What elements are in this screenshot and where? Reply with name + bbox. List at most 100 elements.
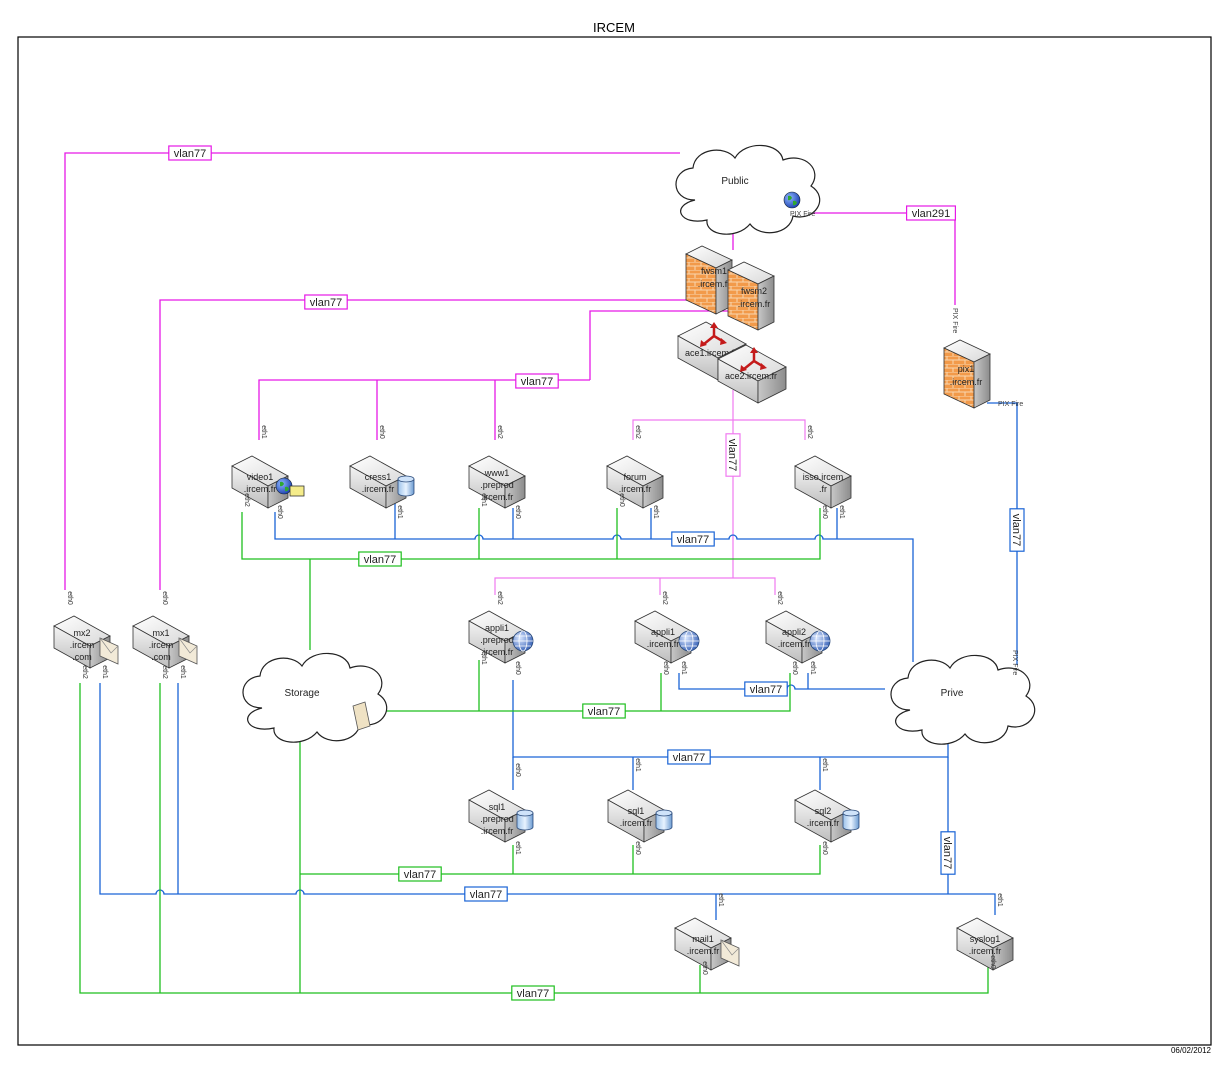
device-fwsm2[interactable]: fwsm2 .ircem.fr xyxy=(727,261,775,331)
device-label: .ircem.fr xyxy=(481,826,514,836)
svg-text:fwsm1: fwsm1 xyxy=(701,266,727,276)
device-sql1[interactable]: sql1.ircem.fr xyxy=(607,789,673,843)
port-label: eth0 xyxy=(821,505,828,519)
link-mx2-public xyxy=(64,152,680,590)
cloud-label: Public xyxy=(721,176,748,187)
link-sql-bus xyxy=(512,680,949,758)
svg-text:vlan77: vlan77 xyxy=(470,889,502,901)
cloud-prive[interactable]: Prive xyxy=(890,654,1036,745)
database-icon xyxy=(397,475,415,497)
device-label: .preprod xyxy=(480,814,514,824)
svg-text:vlan77: vlan77 xyxy=(174,148,206,160)
device-syslog1[interactable]: syslog1.ircem.fr xyxy=(956,917,1014,971)
device-isso[interactable]: isso.ircem.fr xyxy=(794,455,852,509)
svg-text:vlan77: vlan77 xyxy=(677,534,709,546)
device-label: mail1 xyxy=(692,934,714,944)
port-label: eth0 xyxy=(821,841,828,855)
vlan-label: vlan77 xyxy=(511,985,555,1001)
device-label: .ircem.fr xyxy=(620,818,653,828)
device-ace2[interactable]: ace2.ircem.fr xyxy=(717,344,787,404)
device-label: www1 xyxy=(484,468,510,478)
port-label: eth0 xyxy=(701,961,708,975)
port-label: eth1 xyxy=(680,661,687,675)
device-label: syslog1 xyxy=(970,934,1001,944)
video-icon xyxy=(289,485,305,497)
device-www1[interactable]: www1 .preprod .ircem.fr xyxy=(468,455,526,509)
svg-text:vlan77: vlan77 xyxy=(404,869,436,881)
cloud-label: Prive xyxy=(941,688,964,699)
device-label: video1 xyxy=(247,472,274,482)
device-appli2[interactable]: appli2 .ircem.fr xyxy=(765,610,831,664)
device-label: isso.ircem xyxy=(803,472,844,482)
device-mx2[interactable]: mx2.ircem.com xyxy=(53,615,119,669)
port-label: eth2 xyxy=(161,665,168,679)
port-label: eth2 xyxy=(776,591,783,605)
cloud-public[interactable]: Public xyxy=(675,144,821,235)
port-label: eth0 xyxy=(514,505,521,519)
device-label: .preprod xyxy=(480,635,514,645)
device-label: .ircem.fr xyxy=(619,484,652,494)
device-fwsm1[interactable]: fwsm1 .ircem.fr xyxy=(685,245,733,315)
device-appli1[interactable]: appli1.ircem.fr xyxy=(634,610,700,664)
vlan-label: vlan77 xyxy=(515,373,559,389)
vlan-label: vlan77 xyxy=(1009,508,1025,552)
vlan-label: vlan77 xyxy=(168,145,212,161)
device-forum[interactable]: forum.ircem.fr xyxy=(606,455,664,509)
pix-label: PIX Fire xyxy=(1011,650,1018,675)
device-label: .ircem.fr xyxy=(687,946,720,956)
device-label: .ircem.fr xyxy=(778,639,811,649)
port-label: eth2 xyxy=(661,591,668,605)
device-ace1[interactable]: ace1.ircem.fr xyxy=(677,320,747,381)
port-label: eth0 xyxy=(662,661,669,675)
device-label: .preprod xyxy=(480,480,514,490)
port-label: eth2 xyxy=(496,425,503,439)
port-label: eth1 xyxy=(179,665,186,679)
port-label: eth0 xyxy=(514,763,521,777)
port-label: eth2 xyxy=(496,591,503,605)
link-mgmt-bus xyxy=(99,683,996,915)
device-pix1[interactable]: pix1 .ircem.fr xyxy=(943,339,991,409)
device-appli1p[interactable]: appli1.preprod.ircem.fr xyxy=(468,610,534,664)
port-label: eth2 xyxy=(81,665,88,679)
port-label: eth0 xyxy=(791,661,798,675)
device-sql2[interactable]: sql2.ircem.fr xyxy=(794,789,860,843)
vlan-label: vlan77 xyxy=(398,866,442,882)
vlan-label: vlan77 xyxy=(940,831,956,875)
device-label: .ircem xyxy=(70,640,95,650)
port-label: eth1 xyxy=(838,505,845,519)
device-label: .ircem.fr xyxy=(481,492,514,502)
device-label: sql1 xyxy=(489,802,506,812)
vlan-label: vlan77 xyxy=(744,681,788,697)
link-public-pix1 xyxy=(790,212,956,305)
device-mail1[interactable]: mail1 .ircem.fr xyxy=(674,917,740,971)
link-appli-bus xyxy=(494,577,776,595)
database-icon xyxy=(655,809,673,831)
device-label: .com xyxy=(151,652,171,662)
link-backup-bus xyxy=(79,683,989,994)
port-label: eth1 xyxy=(514,841,521,855)
device-mx1[interactable]: mx1.ircem.com xyxy=(132,615,198,669)
port-label: eth1 xyxy=(634,758,641,772)
port-label: eth1 xyxy=(996,893,1003,907)
diagram-title: IRCEM xyxy=(593,20,635,35)
device-label: .ircem.fr xyxy=(244,484,277,494)
vlan-label: vlan77 xyxy=(358,551,402,567)
diagram-date: 06/02/2012 xyxy=(1171,1046,1212,1055)
device-label: appli2 xyxy=(782,627,806,637)
magenta-links xyxy=(64,152,956,590)
port-label: eth2 xyxy=(243,493,250,507)
device-video1[interactable]: video1 .ircem.fr xyxy=(231,455,305,509)
vlan-label: vlan291 xyxy=(906,205,956,221)
svg-text:ace1.ircem.fr: ace1.ircem.fr xyxy=(685,348,737,358)
device-sql1p[interactable]: sql1 .preprod .ircem.fr xyxy=(468,789,534,843)
device-label: sql2 xyxy=(815,806,832,816)
servers: video1 .ircem.fr cress1.ircem.fr www1 .prepr… xyxy=(53,455,1014,971)
web-icon xyxy=(809,630,831,652)
link-mx1-fwsm xyxy=(159,299,690,590)
device-cress1[interactable]: cress1.ircem.fr xyxy=(349,455,415,509)
cloud-storage[interactable]: Storage xyxy=(242,652,388,743)
port-labels: eth0 eth0 eth1 eth0 eth2 eth2 eth2 eth2 eth0 eth1… xyxy=(66,425,1003,975)
device-label: .ircem.fr xyxy=(647,639,680,649)
port-label: eth1 xyxy=(260,425,267,439)
port-label: eth2 xyxy=(806,425,813,439)
